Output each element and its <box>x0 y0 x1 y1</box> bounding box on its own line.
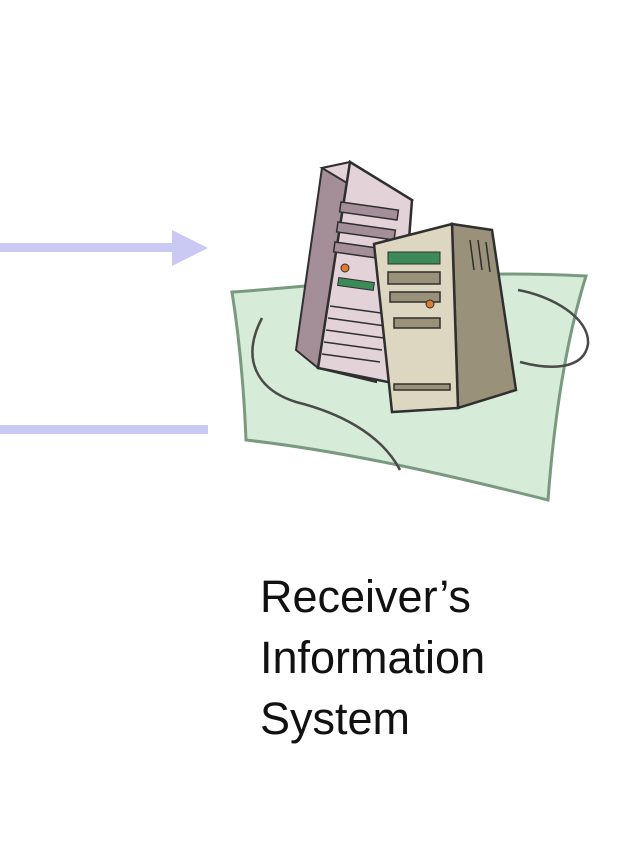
cable <box>251 288 590 471</box>
right-tower <box>372 222 518 414</box>
caption-line-2: Information <box>260 632 486 683</box>
receiver-system-caption: Receiver’s Information System <box>260 566 620 749</box>
caption-line-1: Receiver’s <box>260 571 471 622</box>
server-computers-icon <box>230 159 590 502</box>
outgoing-line <box>0 425 208 434</box>
caption-line-3: System <box>260 693 411 744</box>
incoming-arrow-shaft <box>0 243 180 252</box>
incoming-arrow <box>0 230 208 266</box>
incoming-arrow-head <box>172 230 208 266</box>
left-tower <box>294 159 415 386</box>
